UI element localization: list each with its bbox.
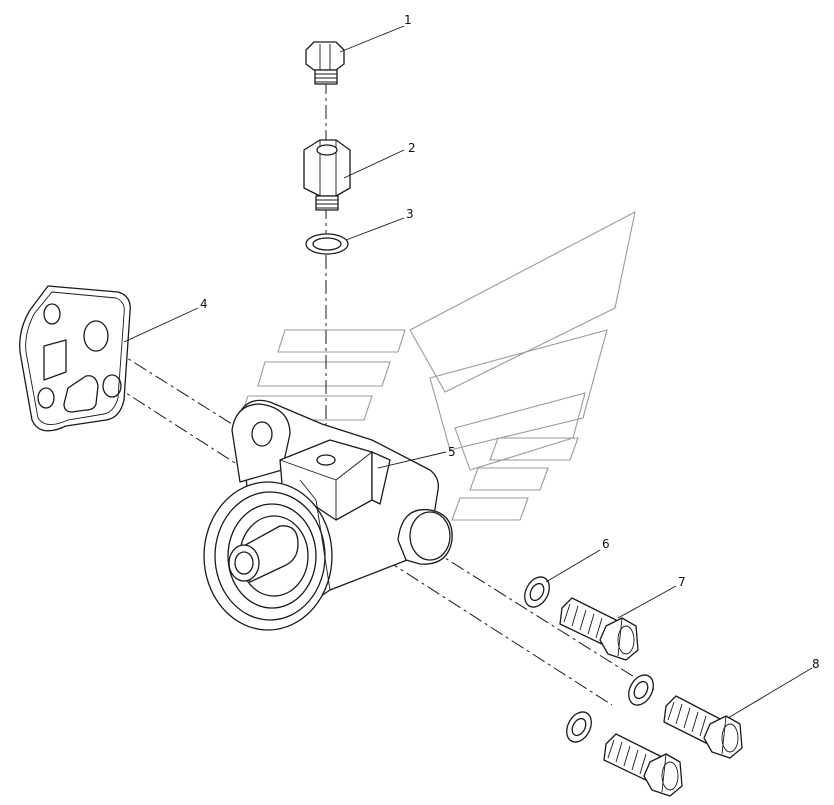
bolt-lower [603, 733, 683, 797]
part-5-filter-housing [203, 399, 453, 631]
callout-4: 4 [200, 297, 208, 311]
part-2-adapter-fitting [303, 139, 351, 211]
part-6-washer [524, 576, 550, 608]
callout-8: 8 [812, 657, 820, 671]
part-3-sealing-washer [305, 233, 349, 255]
part-1-plug-bolt [305, 41, 345, 85]
washer-lower [566, 711, 592, 743]
leader-lines [123, 25, 813, 719]
part-8-bolt [663, 695, 743, 759]
washer-middle [628, 674, 654, 706]
watermark-logo [239, 210, 636, 521]
callout-5: 5 [448, 445, 456, 459]
callout-6: 6 [602, 537, 610, 551]
callout-3: 3 [406, 207, 414, 221]
callout-labels: 1 2 3 4 5 6 7 8 [200, 13, 820, 671]
callout-7: 7 [678, 575, 686, 589]
part-4-gasket [19, 285, 131, 432]
callout-1: 1 [404, 13, 412, 27]
callout-2: 2 [408, 141, 416, 155]
part-7-bolt [559, 597, 639, 661]
